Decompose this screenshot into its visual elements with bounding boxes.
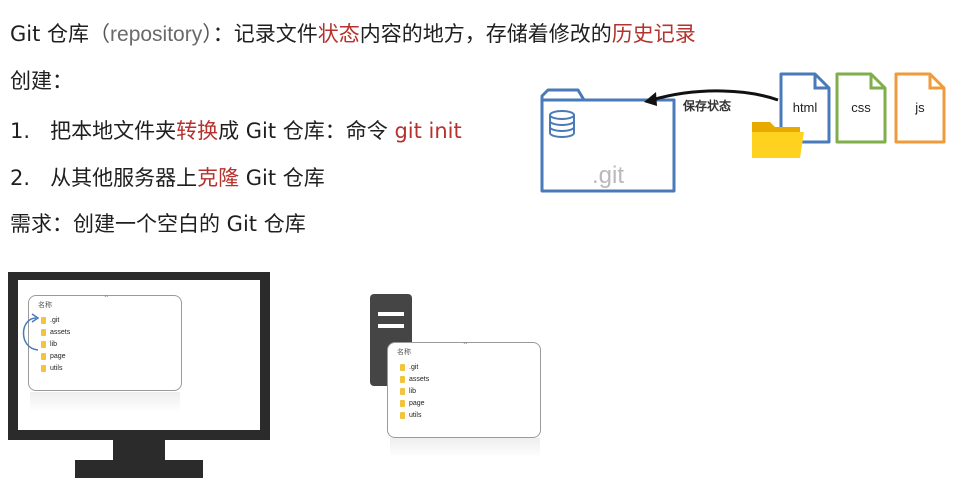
folder-icon bbox=[41, 328, 46, 336]
folder-icon bbox=[400, 387, 405, 395]
save-arrow-icon bbox=[644, 89, 779, 106]
open-paren: （ bbox=[89, 22, 111, 46]
definition-text-2: 内容的地方，存储着修改的 bbox=[359, 22, 612, 46]
item-label: .git bbox=[409, 363, 419, 371]
html-file-label: html bbox=[792, 100, 818, 115]
line-create-heading: 创建： bbox=[10, 69, 73, 93]
folder-icon bbox=[41, 364, 46, 372]
definition-text-1: ：记录文件 bbox=[212, 22, 318, 46]
css-file-icon bbox=[835, 72, 887, 144]
option-1-text-2: 成 Git 仓库：命令 bbox=[218, 119, 395, 143]
option-2-text: 从其他服务器上 bbox=[50, 166, 198, 190]
option-2-number: 2. bbox=[10, 166, 31, 190]
highlight-clone: 克隆 bbox=[197, 166, 240, 190]
list-item[interactable]: assets bbox=[400, 374, 429, 384]
circular-arrow-icon bbox=[22, 313, 40, 351]
js-file-label: js bbox=[915, 100, 925, 115]
folder-icon bbox=[752, 122, 804, 158]
css-file: css bbox=[835, 72, 887, 144]
list-item[interactable]: .git bbox=[400, 362, 418, 372]
option-1-number: 1. bbox=[10, 119, 31, 143]
highlight-convert: 转换 bbox=[176, 119, 219, 143]
repo-label: .git bbox=[592, 162, 624, 189]
server-explorer-panel: ⌃ 名称 .git assets lib page utils bbox=[387, 341, 541, 438]
line-requirement: 需求：创建一个空白的 Git 仓库 bbox=[10, 212, 306, 236]
close-paren: ） bbox=[202, 22, 213, 46]
option-1-text: 把本地文件夹 bbox=[50, 119, 177, 143]
list-item[interactable]: lib bbox=[400, 386, 416, 396]
database-icon bbox=[549, 110, 575, 138]
highlight-history: 历史记录 bbox=[611, 22, 696, 46]
folder-icon bbox=[400, 375, 405, 383]
list-item[interactable]: utils bbox=[400, 410, 421, 420]
collapse-caret-icon[interactable]: ⌃ bbox=[103, 294, 110, 303]
git-repo-term: Git 仓库 bbox=[10, 22, 90, 46]
folder-icon bbox=[400, 411, 405, 419]
css-file-label: css bbox=[851, 100, 871, 115]
explorer-header-name: 名称 bbox=[397, 349, 411, 356]
item-label: assets bbox=[50, 328, 71, 336]
item-label: utils bbox=[409, 411, 422, 419]
highlight-status: 状态 bbox=[317, 22, 360, 46]
folder-icon bbox=[41, 352, 46, 360]
local-explorer-panel: ⌃ 名称 .git assets lib page utils bbox=[28, 294, 182, 391]
option-2-text-2: Git 仓库 bbox=[239, 166, 325, 190]
panel-reflection bbox=[30, 392, 180, 412]
item-label: lib bbox=[50, 340, 58, 348]
item-label: lib bbox=[409, 387, 417, 395]
line-option-1: 1. 把本地文件夹转换成 Git 仓库：命令 git init bbox=[10, 117, 462, 145]
git-init-command: git init bbox=[394, 119, 462, 143]
list-item[interactable]: .git bbox=[41, 315, 59, 325]
folder-icon bbox=[41, 340, 46, 348]
js-file-icon bbox=[894, 72, 946, 144]
html-file: html bbox=[779, 72, 831, 144]
folder-icon bbox=[400, 399, 405, 407]
collapse-caret-icon[interactable]: ⌃ bbox=[462, 341, 469, 350]
item-label: page bbox=[409, 399, 425, 407]
repository-word: repository bbox=[110, 23, 203, 46]
js-file: js bbox=[894, 72, 946, 144]
item-label: utils bbox=[50, 364, 63, 372]
panel-reflection bbox=[390, 438, 540, 458]
line-definition: Git 仓库（repository）：记录文件状态内容的地方，存储着修改的历史记… bbox=[10, 20, 696, 49]
item-label: .git bbox=[50, 316, 60, 324]
folder-icon bbox=[400, 363, 405, 371]
list-item[interactable]: page bbox=[400, 398, 425, 408]
save-state-label: 保存状态 bbox=[683, 99, 732, 113]
item-label: assets bbox=[409, 375, 430, 383]
list-item[interactable]: utils bbox=[41, 363, 62, 373]
folder-icon bbox=[41, 316, 46, 324]
list-item[interactable]: page bbox=[41, 351, 66, 361]
line-option-2: 2. 从其他服务器上克隆 Git 仓库 bbox=[10, 164, 325, 192]
git-repo-folder: .git bbox=[540, 88, 676, 193]
list-item[interactable]: lib bbox=[41, 339, 57, 349]
explorer-header-name: 名称 bbox=[38, 302, 52, 309]
list-item[interactable]: assets bbox=[41, 327, 70, 337]
item-label: page bbox=[50, 352, 66, 360]
